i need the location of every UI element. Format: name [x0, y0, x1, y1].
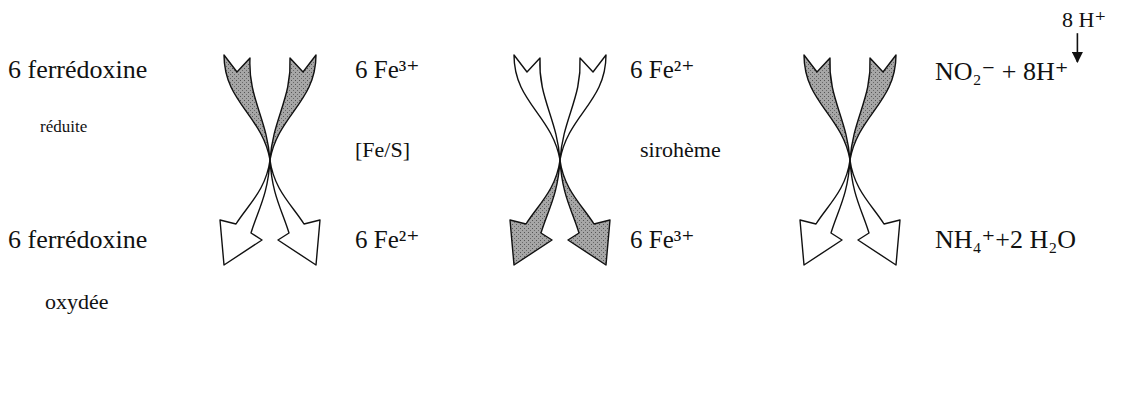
iron-state-label: 6 Fe²⁺ — [630, 56, 694, 84]
crossed-arrow-part — [220, 160, 270, 265]
crossed-arrow-part — [270, 160, 320, 265]
crossed-arrow-part — [560, 55, 606, 160]
crossed-arrow-part — [514, 55, 560, 160]
species-label: 6 ferrédoxine — [8, 226, 147, 255]
proton-label: 8 H⁺ — [1062, 8, 1106, 32]
crossed-arrow-part — [850, 160, 900, 265]
crossed-arrow-part — [270, 55, 316, 160]
species-label: NH₄⁺+2 H₂O — [935, 226, 1076, 255]
crossed-arrow-part — [510, 160, 560, 265]
species-label: 6 ferrédoxine — [8, 56, 147, 85]
crossed-arrow-part — [560, 160, 610, 265]
cofactor-label: [Fe/S] — [355, 138, 410, 162]
crossed-arrow-part — [804, 55, 850, 160]
crossed-arrow-part — [800, 160, 850, 265]
species-label: NO₂⁻ + 8H⁺ — [935, 58, 1069, 87]
proton-arrow — [1077, 33, 1079, 62]
crossed-arrow-part — [850, 55, 896, 160]
iron-state-label: 6 Fe³⁺ — [630, 226, 694, 254]
state-label: oxydée — [45, 290, 109, 314]
iron-state-label: 6 Fe²⁺ — [355, 226, 419, 254]
iron-state-label: 6 Fe³⁺ — [355, 56, 419, 84]
state-label: réduite — [40, 118, 87, 137]
crossed-arrow-part — [224, 55, 270, 160]
cofactor-label: sirohème — [640, 138, 721, 162]
